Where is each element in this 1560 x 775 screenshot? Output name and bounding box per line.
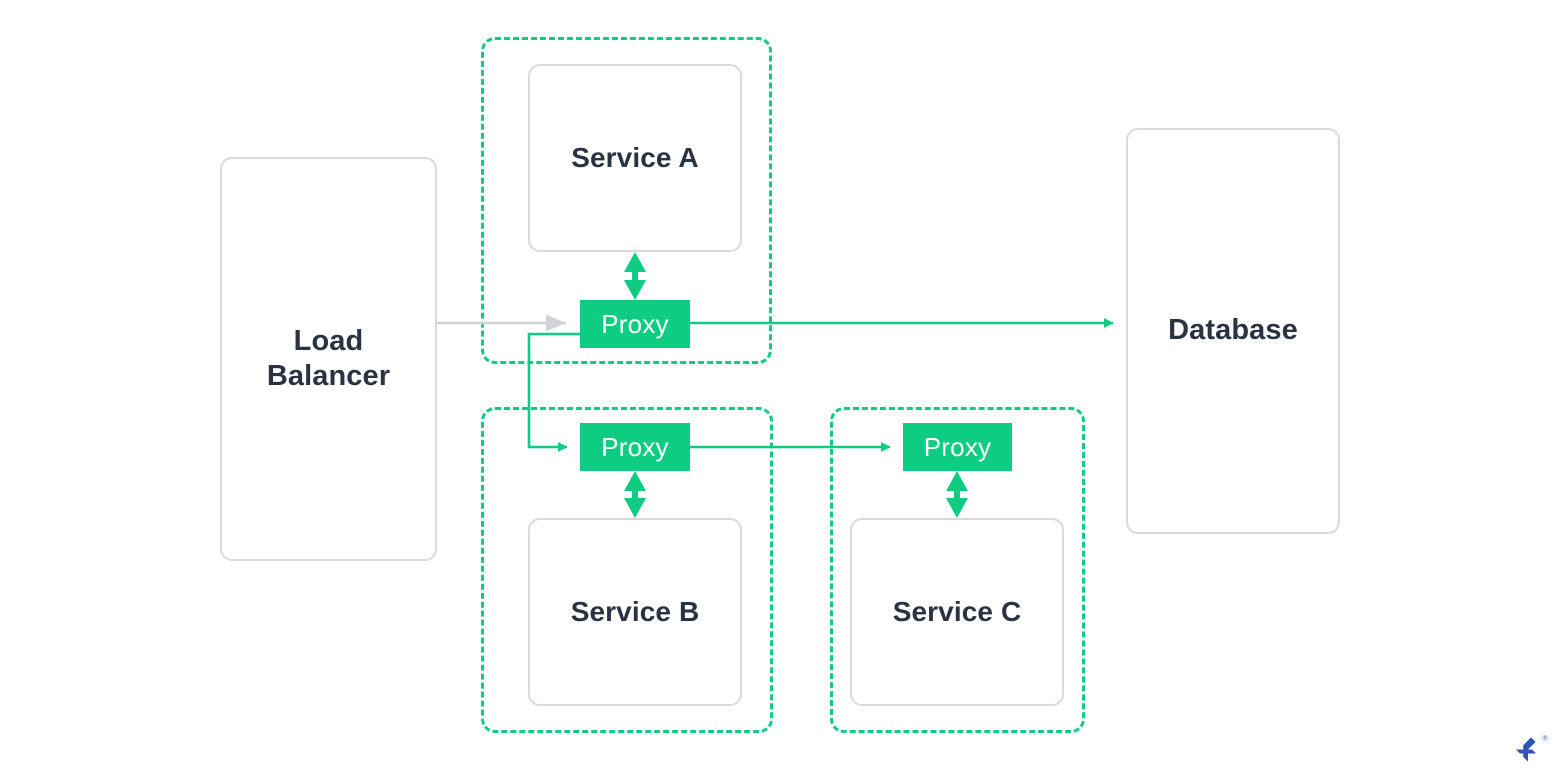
node-proxy-a[interactable]: Proxy bbox=[580, 300, 690, 348]
pod-group-c bbox=[830, 407, 1085, 733]
node-proxy-a-label: Proxy bbox=[601, 308, 669, 339]
node-service-c[interactable]: Service C bbox=[850, 518, 1064, 706]
node-database[interactable]: Database bbox=[1126, 128, 1340, 534]
node-load-balancer-label: Load Balancer bbox=[266, 324, 391, 392]
svg-text:®: ® bbox=[1543, 735, 1549, 743]
node-service-a[interactable]: Service A bbox=[528, 64, 742, 252]
pod-group-b bbox=[481, 407, 773, 733]
node-proxy-c-label: Proxy bbox=[923, 431, 992, 462]
node-service-b[interactable]: Service B bbox=[528, 518, 742, 706]
node-service-b-label: Service B bbox=[570, 595, 700, 627]
pod-group-a bbox=[481, 37, 772, 364]
node-service-a-label: Service A bbox=[571, 141, 699, 173]
node-load-balancer[interactable]: Load Balancer bbox=[220, 157, 437, 561]
edge-service-c-proxy-c bbox=[946, 471, 968, 518]
node-service-c-label: Service C bbox=[892, 595, 1022, 627]
edge-service-b-proxy-b bbox=[624, 471, 646, 518]
node-proxy-b-label: Proxy bbox=[601, 431, 669, 462]
node-proxy-b[interactable]: Proxy bbox=[580, 423, 690, 471]
edge-proxy-a-to-proxy-b bbox=[527, 332, 580, 452]
edge-service-a-proxy-a bbox=[624, 252, 646, 300]
node-database-label: Database bbox=[1168, 314, 1298, 347]
toptal-logo-icon: ® bbox=[1516, 735, 1549, 762]
node-proxy-c[interactable]: Proxy bbox=[903, 423, 1012, 471]
